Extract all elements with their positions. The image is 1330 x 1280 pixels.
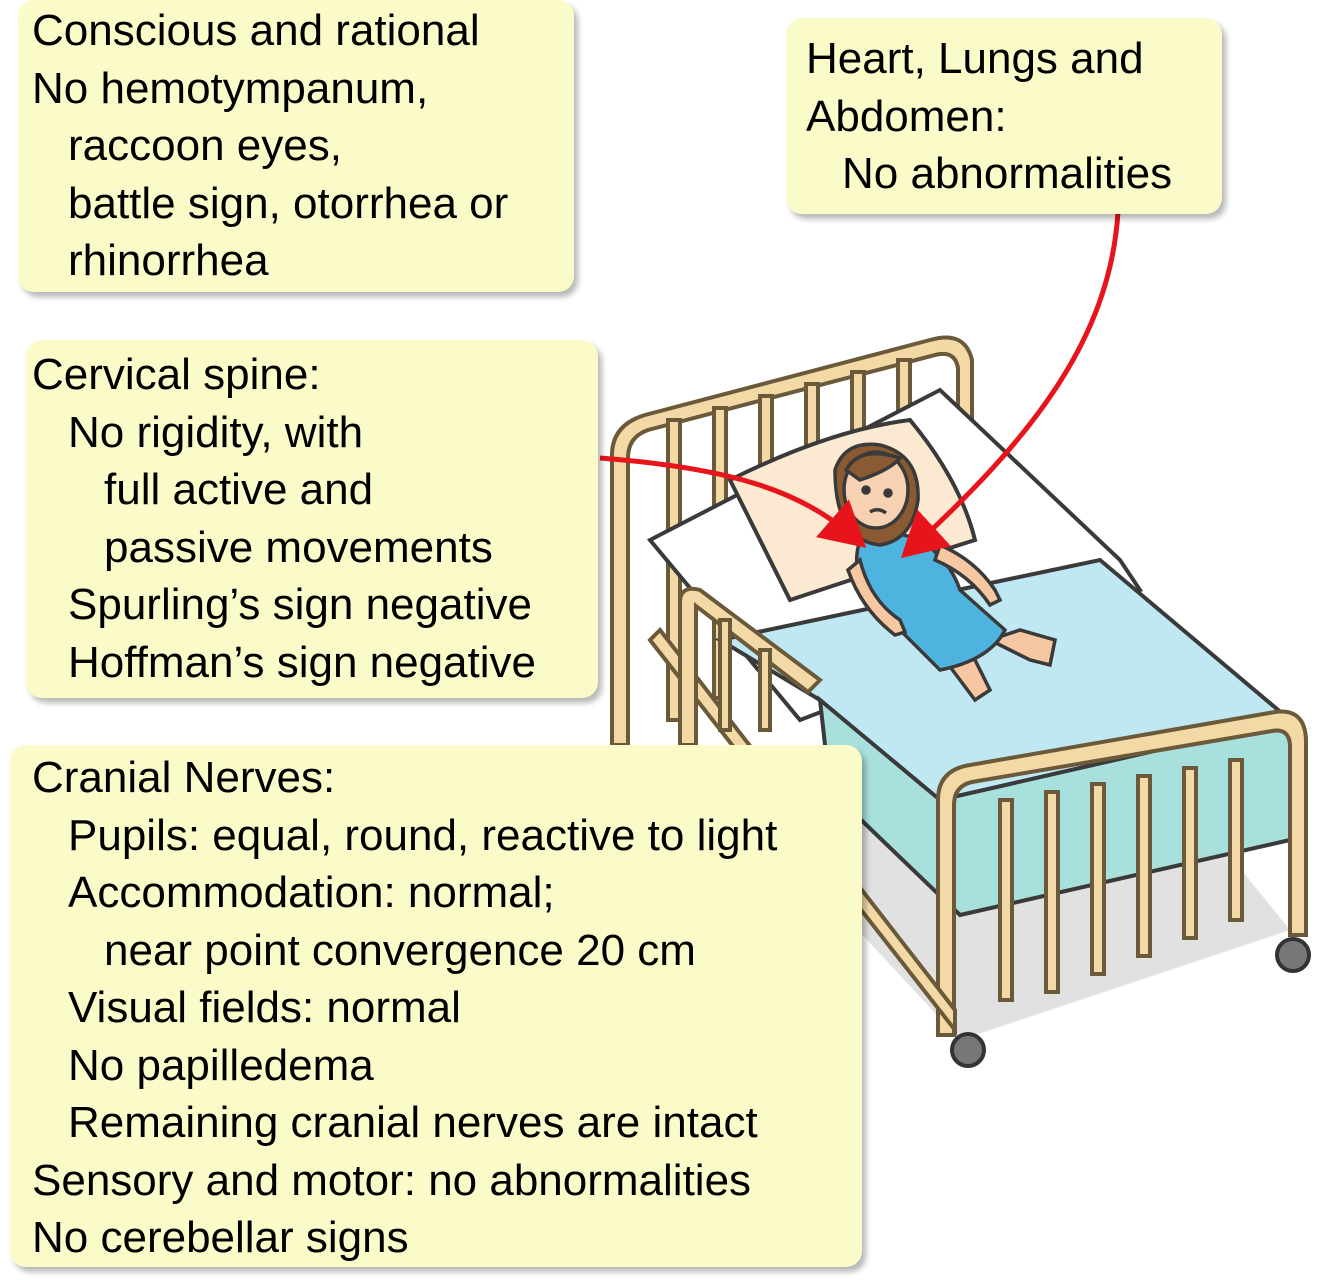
callout-line: passive movements [104, 522, 493, 572]
callout-line: No rigidity, with [68, 407, 364, 457]
callout-line: No hemotympanum, [32, 63, 429, 113]
callout-line: Accommodation: normal; [68, 868, 555, 917]
callout-line: Heart, Lungs and [806, 34, 1144, 83]
callout-cranial-nerves: Cranial Nerves: Pupils: equal, round, re… [10, 745, 862, 1267]
side-rail [678, 586, 824, 747]
callout-head-exam: Conscious and rational No hemotympanum, … [18, 0, 574, 292]
patient [833, 442, 1058, 703]
callout-line: No cerebellar signs [32, 1213, 409, 1262]
callout-line: raccoon eyes, [68, 121, 342, 170]
callout-heart-lungs-abdomen: Heart, Lungs and Abdomen: No abnormaliti… [786, 18, 1222, 214]
callout-line: Remaining cranial nerves are intact [68, 1098, 758, 1147]
bed-wheels [950, 937, 1311, 1068]
callout-line: Cervical spine: [32, 350, 321, 399]
callout-line: Hoffman’s sign negative [68, 637, 536, 687]
callout-line: Pupils: equal, round, reactive to light [68, 810, 778, 860]
callout-line: Cranial Nerves: [32, 753, 336, 802]
callout-line: No abnormalities [842, 149, 1173, 198]
callout-line: Spurling’s sign negative [68, 580, 532, 629]
arrow-to-neck [599, 455, 867, 548]
callout-line: Sensory and motor: no abnormalities [32, 1155, 752, 1205]
arrow-to-chest [900, 211, 1121, 559]
callout-line: full active and [104, 465, 374, 514]
callout-line: rhinorrhea [68, 236, 269, 285]
callout-line: near point convergence 20 cm [104, 925, 696, 975]
callout-line: Abdomen: [806, 91, 1007, 141]
callout-line: battle sign, otorrhea or [68, 178, 509, 228]
callout-line: Conscious and rational [32, 6, 480, 55]
callout-line: Visual fields: normal [68, 983, 461, 1032]
callout-line: No papilledema [68, 1040, 374, 1090]
callout-cervical-spine: Cervical spine: No rigidity, with full a… [26, 340, 598, 698]
